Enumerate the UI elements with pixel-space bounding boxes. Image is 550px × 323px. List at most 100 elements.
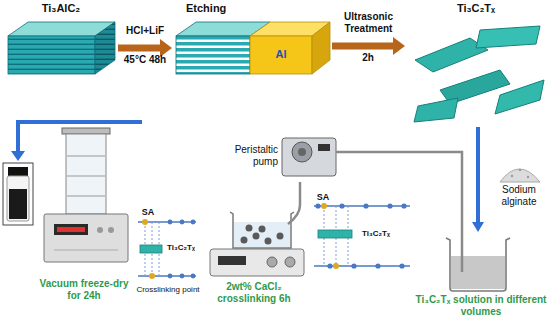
block-side [95,22,115,74]
pump-head [292,142,312,162]
stirrer-display [218,256,246,265]
dryer-readout [57,227,85,232]
pump-display [318,144,330,151]
network-schematic [138,219,196,279]
reagent-label: HCl+LiF [126,25,164,37]
pump-tube [461,232,464,272]
mxene-sheet [318,230,352,238]
step-caption: Vacuum freeze-dry for 24h [32,278,136,302]
crosslinking-stirrer: 2wt% CaCl₂ crosslinking 6h [198,205,310,307]
stirrer-knob [267,257,277,267]
monomer [191,220,196,225]
solution-beaker [446,232,510,291]
material-label: Ti₃C₂Tₓ [405,2,547,15]
powder-grain [519,169,521,171]
monomer [339,203,344,208]
monomer [180,274,185,279]
reaction-arrow [118,45,160,52]
monomer [315,203,320,208]
precursor-block: Ti₃AlC₂ [4,2,118,78]
mxene-flakes: Ti₃C₂Tₓ [405,2,547,127]
powder-pile [500,169,540,182]
crosslinking-point [149,273,155,279]
pump-tube [336,151,342,154]
dryer-lid [62,128,110,134]
magnetic-stirrer [210,205,304,276]
flow-arrow [18,122,142,151]
element-label: Al [269,48,293,61]
dryer-shelf [67,195,105,196]
etched-block [176,22,330,74]
arrow-head [11,151,25,161]
stirrer-knob [285,257,295,267]
etched-layers [176,36,250,74]
dryer-chamber [66,134,106,214]
hydrogel-bead [259,226,266,233]
material-label: Sodium alginate [491,184,547,208]
pump-rotor [298,148,306,156]
product-vial [3,122,142,225]
crosslinking-bath [234,222,290,247]
hydrogel-bead [265,238,272,245]
hydrogel-bead [241,237,248,244]
reagent-label: Ultrasonic Treatment [332,11,406,35]
stirrer-base [210,249,304,276]
aerogel-beads [9,189,27,219]
beaker-glass [230,212,294,248]
beaker-liquid [451,256,505,289]
aluminium-side [312,22,330,74]
flake [414,98,458,122]
dryer-display [54,224,88,235]
mxene-flakes [414,26,544,122]
mxene-sheet [140,245,162,253]
solution-beaker: Ti₃C₂Tₓ solution in different volumes [415,232,547,321]
network-label: Ti₃C₂Tₓ [362,229,390,239]
max-phase-block [8,22,115,74]
material-label: Ti₃AlC₂ [4,2,118,15]
powder-grain [511,175,513,177]
network-schematic [314,203,410,269]
monomer [327,263,332,268]
block-front [8,36,95,74]
monomer [351,263,356,268]
condition-label: 2h [362,52,374,64]
device-label: Peristaltic pump [224,144,278,168]
network-label: SA [317,192,330,203]
vial-cap [8,167,28,176]
dryer-button [97,227,103,233]
beaker-glass [446,238,510,291]
hydrogel-bead [246,225,253,232]
monomer [401,203,406,208]
flow-arrow [476,127,480,222]
dryer-shelf [67,155,105,156]
peristaltic-pump [282,138,342,176]
aluminium-front [250,36,312,74]
etched-block: EtchingAl [172,2,332,78]
pump-tube [342,152,462,232]
dryer-button [108,227,114,233]
freeze-dryer: Vacuum freeze-dry for 24h [32,118,136,308]
pump-tube [299,182,302,205]
peristaltic-pump: Peristaltic pump [222,132,342,182]
step-label: Etching [186,2,256,15]
dryer-base [44,214,128,262]
monomer [399,263,404,268]
dryer-vent [54,250,118,251]
alginate-chain [138,275,196,277]
step-caption: Ti₃C₂Tₓ solution in different volumes [415,294,547,318]
monomer [363,203,368,208]
network-label: SA [142,207,155,218]
monomer [168,274,173,279]
hydrogel-bead [277,233,284,240]
monomer [168,220,173,225]
photo-frame [3,163,33,225]
pump-tube [288,205,300,224]
hydrogel-bead [253,233,260,240]
condition-label: 45°C 48h [124,54,166,66]
freeze-dryer [44,128,128,262]
monomer [375,263,380,268]
monomer [387,203,392,208]
network-label: Ti₃C₂Tₓ [167,243,195,253]
flake [495,80,544,114]
